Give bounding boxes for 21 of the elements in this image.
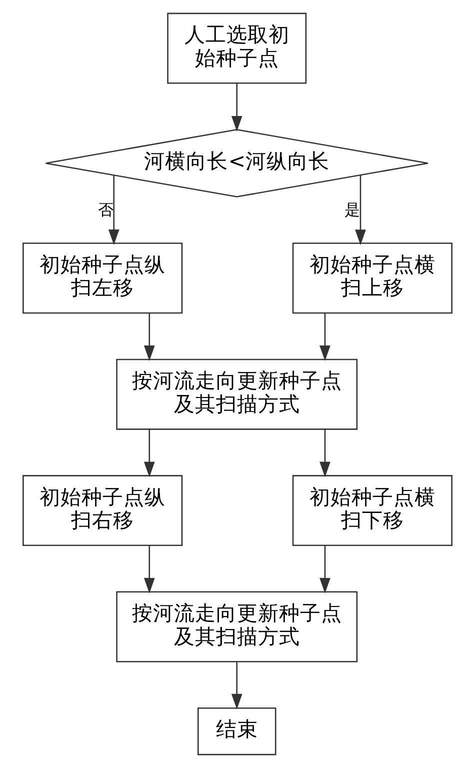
node-box: 结束 [196,707,276,756]
node-box: 人工选取初始种子点 [166,12,306,84]
arrow [230,662,242,710]
arrow [143,545,154,594]
node-box: 按河流走向更新种子点及其扫描方式 [116,591,358,662]
node-box: 初始种子点横扫下移 [292,475,452,546]
arrow [319,545,330,594]
arrow [230,83,242,132]
arrow [319,429,330,478]
arrow [143,429,154,478]
node-diamond: 河横向长<河纵向长 [44,128,428,198]
arrow [354,175,366,246]
node-box: 初始种子点纵扫右移 [22,475,182,546]
node-box: 按河流走向更新种子点及其扫描方式 [116,358,358,430]
edge-label: 是 [344,201,360,220]
arrow [108,176,119,245]
arrow [143,312,154,362]
node-box: 初始种子点横扫上移 [292,242,452,314]
arrow [319,312,330,362]
node-box: 初始种子点纵扫左移 [22,242,182,314]
edge-label: 否 [97,201,112,220]
